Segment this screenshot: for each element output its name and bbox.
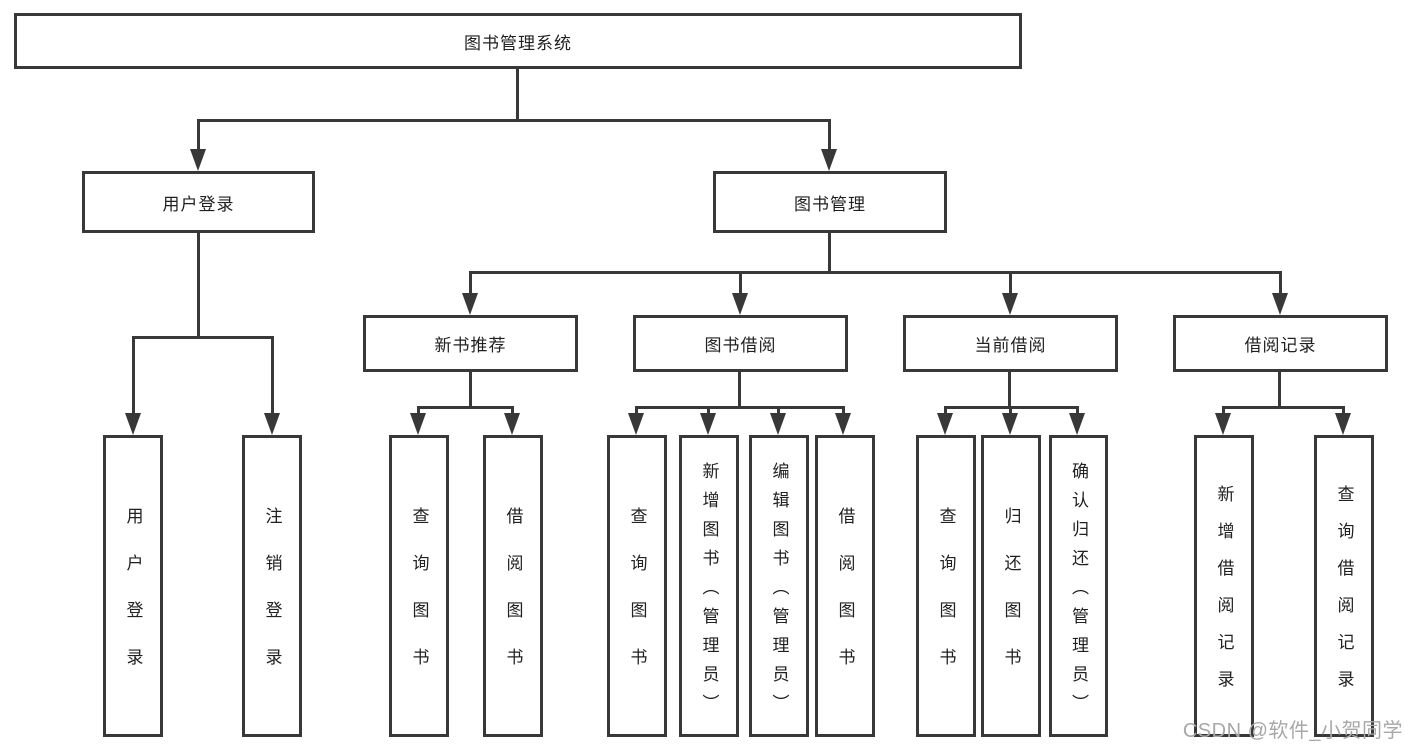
leaf-current-query: 查询图书 bbox=[916, 435, 976, 737]
node-user-login: 用户登录 bbox=[82, 171, 315, 233]
arrow-down-icon bbox=[821, 149, 837, 171]
arrow-down-icon bbox=[1002, 293, 1018, 315]
leaf-borrow-borrow-book-label: 借阅图书 bbox=[835, 507, 855, 695]
connector-drop-current-borrow bbox=[1009, 271, 1012, 295]
node-root: 图书管理系统 bbox=[14, 13, 1022, 69]
leaf-current-confirm-return: 确认归还（管理员） bbox=[1049, 435, 1108, 737]
connector-newbooks-bar bbox=[417, 406, 514, 409]
connector-drop-leaf-user-login bbox=[132, 336, 135, 415]
arrow-down-icon bbox=[628, 413, 644, 435]
connector-drop-leaf-logout bbox=[271, 336, 274, 415]
arrow-down-icon bbox=[264, 413, 280, 435]
csdn-watermark: CSDN @软件_小贺同学 bbox=[1182, 720, 1403, 742]
connector-bookborrow-stem bbox=[738, 372, 741, 408]
arrow-down-icon bbox=[1215, 413, 1231, 435]
node-user-login-label: 用户登录 bbox=[162, 194, 235, 214]
node-current-borrow: 当前借阅 bbox=[903, 315, 1118, 372]
node-book-borrow-label: 图书借阅 bbox=[704, 336, 777, 355]
connector-drop bbox=[1342, 406, 1345, 416]
connector-bookmgmt-bar bbox=[469, 271, 1282, 274]
arrow-down-icon bbox=[410, 413, 426, 435]
leaf-current-return: 归还图书 bbox=[981, 435, 1041, 737]
leaf-newbook-query: 查询图书 bbox=[389, 435, 449, 737]
arrow-down-icon bbox=[504, 413, 520, 435]
arrow-down-icon bbox=[1272, 293, 1288, 315]
connector-drop-book-mgmt bbox=[828, 119, 831, 153]
arrow-down-icon bbox=[937, 413, 953, 435]
arrow-down-icon bbox=[1335, 413, 1351, 435]
leaf-borrow-add-book: 新增图书（管理员） bbox=[679, 435, 739, 737]
connector-currentborrow-stem bbox=[1008, 372, 1011, 408]
leaf-current-return-label: 归还图书 bbox=[1001, 507, 1021, 695]
arrow-down-icon bbox=[835, 413, 851, 435]
connector-drop bbox=[511, 406, 514, 416]
leaf-newbook-borrow-label: 借阅图书 bbox=[503, 507, 523, 695]
node-new-book-recommend: 新书推荐 bbox=[363, 315, 578, 372]
leaf-logout: 注销登录 bbox=[242, 435, 302, 737]
leaf-borrow-query-label: 查询图书 bbox=[627, 507, 647, 695]
connector-bookmgmt-stem bbox=[828, 233, 831, 273]
connector-bookborrow-bar bbox=[635, 406, 845, 409]
arrow-down-icon bbox=[125, 413, 141, 435]
leaf-newbook-borrow: 借阅图书 bbox=[483, 435, 543, 737]
leaf-record-query-label: 查询借阅记录 bbox=[1334, 485, 1354, 707]
connector-drop bbox=[1076, 406, 1079, 416]
connector-drop bbox=[707, 406, 710, 416]
connector-drop bbox=[1222, 406, 1225, 416]
node-borrow-records-label: 借阅记录 bbox=[1244, 336, 1317, 355]
connector-drop bbox=[1009, 406, 1012, 416]
leaf-user-login: 用户登录 bbox=[103, 435, 163, 737]
leaf-record-add: 新增借阅记录 bbox=[1194, 435, 1254, 737]
connector-drop bbox=[417, 406, 420, 416]
arrow-down-icon bbox=[732, 293, 748, 315]
connector-drop bbox=[777, 406, 780, 416]
node-new-book-recommend-label: 新书推荐 bbox=[434, 336, 507, 355]
connector-records-bar bbox=[1222, 406, 1345, 409]
leaf-logout-label: 注销登录 bbox=[262, 507, 282, 695]
connector-drop-book-borrow bbox=[739, 271, 742, 295]
connector-drop bbox=[944, 406, 947, 416]
connector-records-stem bbox=[1278, 372, 1281, 408]
node-book-borrow: 图书借阅 bbox=[633, 315, 848, 372]
leaf-record-query: 查询借阅记录 bbox=[1314, 435, 1374, 737]
leaf-borrow-edit-book-label: 编辑图书（管理员） bbox=[769, 461, 789, 723]
arrow-down-icon bbox=[1069, 413, 1085, 435]
connector-drop-user-login bbox=[197, 119, 200, 153]
node-root-label: 图书管理系统 bbox=[464, 33, 572, 53]
leaf-record-add-label: 新增借阅记录 bbox=[1214, 485, 1234, 707]
leaf-borrow-borrow-book: 借阅图书 bbox=[815, 435, 875, 737]
leaf-user-login-label: 用户登录 bbox=[123, 507, 143, 695]
arrow-down-icon bbox=[770, 413, 786, 435]
leaf-borrow-edit-book: 编辑图书（管理员） bbox=[749, 435, 809, 737]
node-book-management-label: 图书管理 bbox=[794, 194, 866, 214]
leaf-borrow-query: 查询图书 bbox=[607, 435, 667, 737]
arrow-down-icon bbox=[700, 413, 716, 435]
node-current-borrow-label: 当前借阅 bbox=[974, 336, 1047, 355]
arrow-down-icon bbox=[462, 293, 478, 315]
connector-userlogin-stem bbox=[197, 233, 200, 336]
connector-newbooks-stem bbox=[469, 372, 472, 408]
arrow-down-icon bbox=[1002, 413, 1018, 435]
leaf-current-confirm-return-label: 确认归还（管理员） bbox=[1069, 461, 1088, 723]
arrow-down-icon bbox=[190, 149, 206, 171]
leaf-newbook-query-label: 查询图书 bbox=[409, 507, 429, 695]
node-book-management: 图书管理 bbox=[713, 171, 947, 233]
connector-userlogin-bar bbox=[132, 336, 274, 339]
connector-root-bar bbox=[197, 119, 831, 122]
connector-drop bbox=[842, 406, 845, 416]
connector-drop-borrow-records bbox=[1279, 271, 1282, 295]
node-borrow-records: 借阅记录 bbox=[1173, 315, 1388, 372]
connector-drop bbox=[635, 406, 638, 416]
leaf-borrow-add-book-label: 新增图书（管理员） bbox=[699, 461, 719, 723]
leaf-current-query-label: 查询图书 bbox=[936, 507, 956, 695]
connector-root-stem bbox=[516, 69, 519, 119]
connector-drop-new-books bbox=[469, 271, 472, 295]
